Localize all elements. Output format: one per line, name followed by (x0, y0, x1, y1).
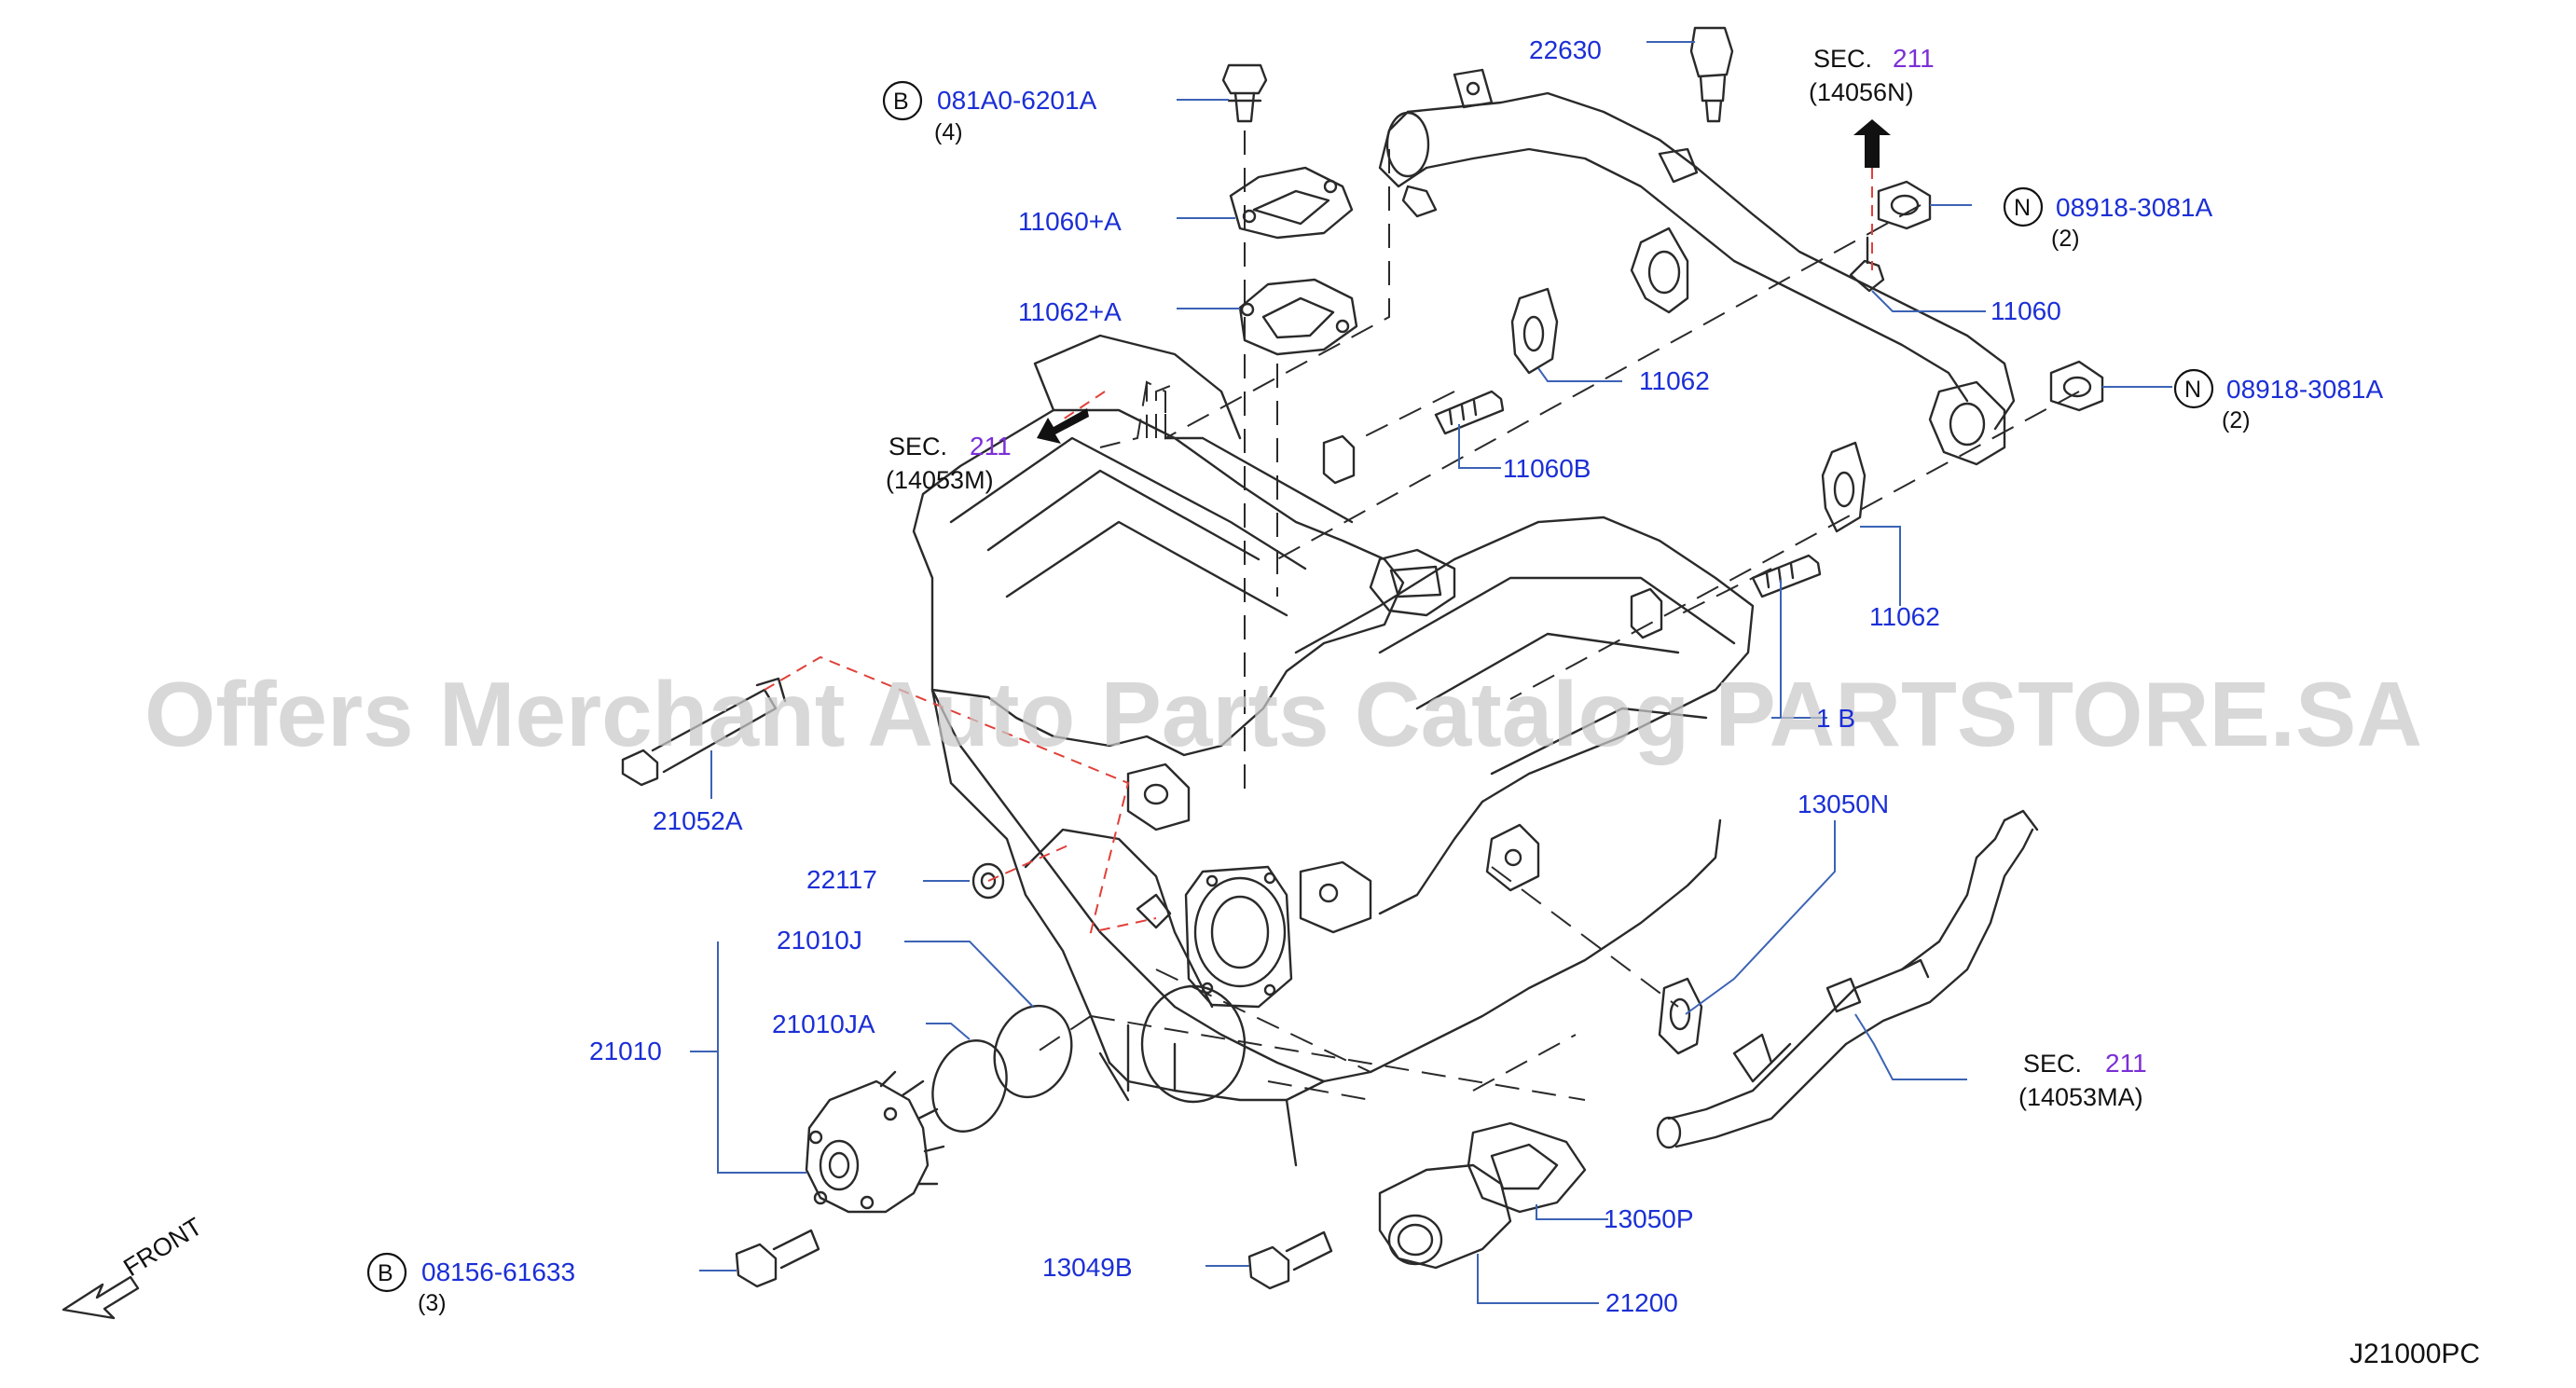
sec-14053m-arrow-icon (1037, 408, 1089, 444)
red-routing-lines (764, 168, 1873, 934)
sec-arrows (1037, 119, 1891, 444)
rear-water-pipe (1656, 809, 2039, 1149)
diagram-code: J21000PC (2349, 1339, 2480, 1369)
thermostat-housing (1378, 1121, 1587, 1270)
sec-num-2[interactable]: 211 (970, 432, 1012, 460)
part-08156-61633[interactable]: 08156-61633 (421, 1257, 575, 1286)
part-21010ja[interactable]: 21010JA (772, 1010, 875, 1038)
n-marker-2-label: N (2184, 377, 2201, 403)
sec-num-1[interactable]: 211 (1893, 44, 1935, 73)
part-08918-3081a-2[interactable]: 08918-3081A (2226, 375, 2383, 404)
sec-num-3[interactable]: 211 (2105, 1049, 2147, 1078)
part-21200[interactable]: 21200 (1605, 1288, 1678, 1317)
sec-ref-14056n: (14056N) (1809, 78, 1914, 106)
b-marker-1 (882, 80, 923, 121)
upper-outlet-parts (1221, 63, 1358, 356)
part-22630[interactable]: 22630 (1529, 35, 1602, 64)
part-11060b-upper[interactable]: 11060B (1503, 454, 1591, 483)
part-13050p[interactable]: 13050P (1604, 1204, 1694, 1233)
part-13050n[interactable]: 13050N (1798, 790, 1889, 818)
part-081a0-qty: (4) (934, 119, 963, 145)
sec-label-2: SEC. (889, 433, 947, 460)
bolt-21052a (621, 677, 1005, 900)
part-11060[interactable]: 11060 (1991, 296, 2061, 325)
b-marker-2 (366, 1252, 407, 1293)
lower-bolts (735, 1229, 1333, 1290)
water-pipe-assembly (1378, 68, 2016, 466)
watermark: Offers Merchant Auto Parts Catalog PARTS… (145, 663, 2422, 765)
n-marker-1-label: N (2014, 195, 2031, 221)
leader-lines (690, 41, 2172, 1304)
assembly-centerlines (1034, 131, 2080, 1101)
part-11062-lower[interactable]: 11062 (1869, 602, 1940, 631)
part-22117[interactable]: 22117 (806, 865, 877, 894)
temperature-sensor-22630 (1689, 26, 1734, 123)
sec-14056n-arrow-icon (1853, 119, 1891, 168)
part-081a0-6201a[interactable]: 081A0-6201A (937, 86, 1097, 115)
sec-ref-14053ma: (14053MA) (2018, 1083, 2143, 1111)
sec-label-3: SEC. (2023, 1050, 2082, 1078)
sec-label-1: SEC. (1813, 45, 1872, 73)
rear-gaskets-and-studs (1434, 287, 1867, 598)
part-11062a[interactable]: 11062+A (1018, 297, 1122, 326)
part-08918-1-qty: (2) (2051, 226, 2080, 252)
part-08156-qty: (3) (418, 1290, 447, 1316)
part-11060a[interactable]: 11060+A (1018, 207, 1122, 236)
front-label: FRONT (118, 1212, 207, 1282)
n-marker-2 (2173, 368, 2214, 409)
part-08918-2-qty: (2) (2222, 407, 2251, 433)
n-marker-1 (2003, 186, 2044, 227)
water-pump-21010 (805, 1004, 1073, 1214)
b-marker-1-label: B (893, 89, 909, 115)
part-21052a[interactable]: 21052A (653, 806, 743, 835)
part-11060b-lower[interactable]: 1 B (1816, 704, 1855, 733)
part-21010j[interactable]: 21010J (777, 926, 862, 955)
b-marker-2-label: B (378, 1260, 393, 1286)
front-arrow-icon (62, 1275, 140, 1320)
part-08918-3081a-1[interactable]: 08918-3081A (2056, 193, 2212, 222)
sec-ref-14053m: (14053M) (886, 466, 994, 494)
part-21010[interactable]: 21010 (589, 1037, 662, 1065)
part-11062-upper[interactable]: 11062 (1639, 366, 1710, 395)
part-13049b[interactable]: 13049B (1042, 1253, 1133, 1282)
